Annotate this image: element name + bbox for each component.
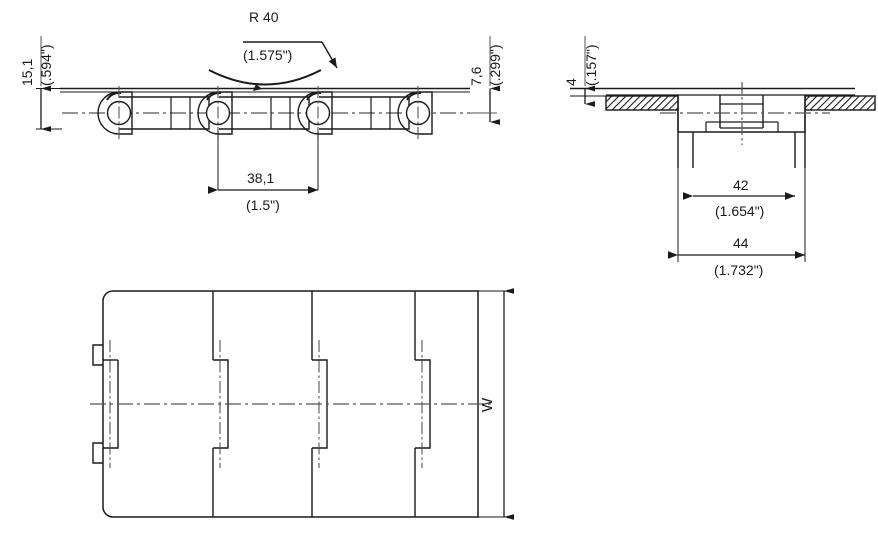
pin-offset-imperial-label: (.299") xyxy=(487,44,503,86)
side-view-group: R 40 (1.575") 15,1 (.594") 38,1 (1.5") xyxy=(19,9,503,213)
plan-link-separators xyxy=(212,291,416,517)
inner-width-imperial-label: (1.654") xyxy=(715,203,764,219)
chain-width-dimension xyxy=(478,288,514,520)
plan-left-end-tabs xyxy=(92,344,119,464)
plate-thickness-metric-label: 4 xyxy=(563,78,579,86)
outer-width-metric-label: 44 xyxy=(733,235,749,251)
radius-arc-indicator xyxy=(208,69,322,86)
outer-width-imperial-label: (1.732") xyxy=(714,262,763,278)
pitch-metric-label: 38,1 xyxy=(247,170,274,186)
pitch-imperial-label: (1.5") xyxy=(246,197,280,213)
plate-height-metric-label: 15,1 xyxy=(19,59,35,86)
left-flange-section xyxy=(605,95,679,111)
section-side-walls xyxy=(677,110,806,168)
section-view-group: 4 (.157") 42 (1.654") 44 (1.732") xyxy=(563,36,876,278)
right-flange-section xyxy=(804,95,876,111)
radius-imperial-label: (1.575") xyxy=(243,47,292,63)
inner-width-metric-label: 42 xyxy=(733,177,749,193)
radius-metric-label: R 40 xyxy=(249,9,279,25)
radius-leader xyxy=(243,41,338,69)
plan-view-outline xyxy=(102,290,479,518)
outer-width-extension-lines xyxy=(677,168,806,262)
chain-width-label: W xyxy=(479,397,496,412)
pin-offset-metric-label: 7,6 xyxy=(468,66,484,86)
pitch-dimension xyxy=(208,131,319,194)
pin-offset-dimension xyxy=(470,36,500,125)
section-top-surface xyxy=(570,87,855,96)
plate-height-imperial-label: (.594") xyxy=(38,44,54,86)
plan-pin-centerlines xyxy=(109,340,423,468)
radius-arc-tick xyxy=(253,84,262,91)
plate-height-dimension xyxy=(36,36,62,132)
plate-thickness-imperial-label: (.157") xyxy=(583,44,599,86)
plate-thickness-dimension xyxy=(570,36,606,107)
plan-view-group: W xyxy=(90,288,514,520)
